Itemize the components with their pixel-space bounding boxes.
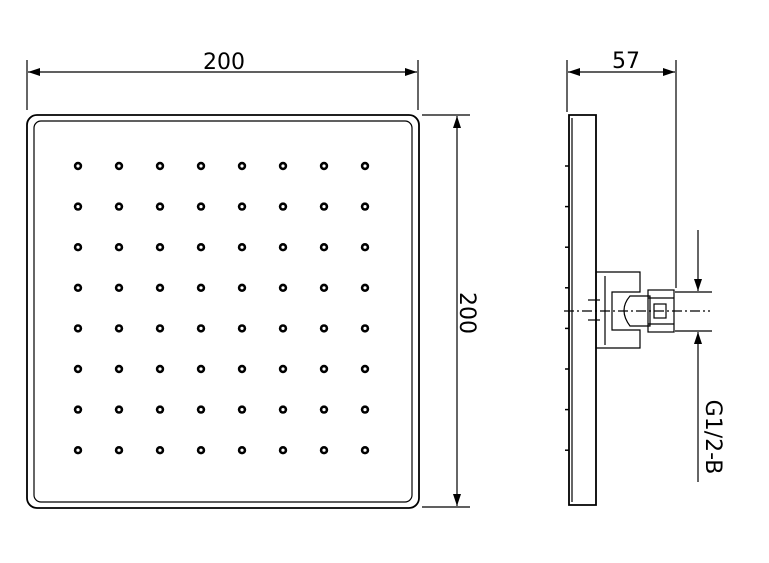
nozzle-hole — [322, 326, 326, 330]
nozzle-hole — [76, 245, 80, 249]
nozzle-hole — [117, 245, 121, 249]
nozzle-hole — [199, 245, 203, 249]
ball-joint — [623, 295, 651, 327]
nozzle-grid — [73, 161, 370, 455]
nozzle-hole — [322, 164, 326, 168]
nozzle-hole — [117, 286, 121, 290]
height-dimension: 200 — [422, 114, 479, 508]
nozzle-hole — [117, 408, 121, 412]
nozzle-hole — [363, 245, 367, 249]
nozzle-hole — [363, 164, 367, 168]
nozzle-hole — [117, 448, 121, 452]
nozzle-hole — [199, 326, 203, 330]
nozzle-hole — [363, 286, 367, 290]
nozzle-hole — [76, 367, 80, 371]
nozzle-hole — [322, 367, 326, 371]
nozzle-hole — [199, 205, 203, 209]
connector-block — [595, 271, 641, 349]
nozzle-hole — [199, 286, 203, 290]
nozzle-hole — [240, 164, 244, 168]
nozzle-hole — [117, 164, 121, 168]
nozzle-hole — [363, 408, 367, 412]
nozzle-hole — [76, 205, 80, 209]
nozzle-hole — [199, 367, 203, 371]
nozzle-hole — [76, 448, 80, 452]
nozzle-hole — [117, 326, 121, 330]
nozzle-hole — [158, 286, 162, 290]
nozzle-hole — [240, 286, 244, 290]
nozzle-hole — [281, 326, 285, 330]
width-label: 200 — [203, 50, 245, 75]
nozzle-hole — [322, 286, 326, 290]
nozzle-hole — [240, 448, 244, 452]
nozzle-hole — [281, 367, 285, 371]
nozzle-hole — [322, 205, 326, 209]
nozzle-hole — [281, 408, 285, 412]
nozzle-hole — [158, 205, 162, 209]
width-dimension: 200 — [26, 50, 419, 110]
nozzle-hole — [240, 205, 244, 209]
nozzle-hole — [117, 367, 121, 371]
shower-plate-face — [33, 120, 413, 503]
nozzle-hole — [240, 326, 244, 330]
thread-dimension: G1/2-B — [675, 230, 725, 482]
nozzle-hole — [199, 164, 203, 168]
nozzle-hole — [158, 408, 162, 412]
nozzle-hole — [199, 448, 203, 452]
nozzle-hole — [281, 448, 285, 452]
nozzle-hole — [322, 245, 326, 249]
nozzle-hole — [281, 164, 285, 168]
nozzle-hole — [363, 205, 367, 209]
nozzle-hole — [281, 205, 285, 209]
nozzle-hole — [240, 408, 244, 412]
nozzle-hole — [76, 286, 80, 290]
plate-profile — [568, 114, 597, 506]
nozzle-hole — [363, 326, 367, 330]
nozzle-hole — [76, 326, 80, 330]
nozzle-hole — [322, 408, 326, 412]
nozzle-hole — [240, 245, 244, 249]
nozzle-hole — [158, 367, 162, 371]
nozzle-hole — [117, 205, 121, 209]
nozzle-hole — [199, 408, 203, 412]
nozzle-hole — [240, 367, 244, 371]
depth-label: 57 — [612, 49, 640, 74]
nozzle-hole — [158, 326, 162, 330]
side-view: G1/2-B 57 — [564, 49, 725, 506]
nozzle-hole — [363, 448, 367, 452]
shower-plate-outline — [26, 114, 420, 509]
front-view: 200 200 — [26, 50, 479, 509]
nozzle-hole — [158, 245, 162, 249]
nozzle-hole — [158, 448, 162, 452]
depth-dimension: 57 — [566, 49, 677, 288]
nozzle-hole — [281, 286, 285, 290]
nozzle-hole — [322, 448, 326, 452]
nozzle-hole — [363, 367, 367, 371]
nozzle-hole — [76, 408, 80, 412]
thread-label: G1/2-B — [700, 400, 725, 475]
nozzle-hole — [76, 164, 80, 168]
plate-nozzle-ticks — [565, 165, 569, 451]
nozzle-hole — [158, 164, 162, 168]
height-label: 200 — [454, 292, 479, 334]
nozzle-hole — [281, 245, 285, 249]
